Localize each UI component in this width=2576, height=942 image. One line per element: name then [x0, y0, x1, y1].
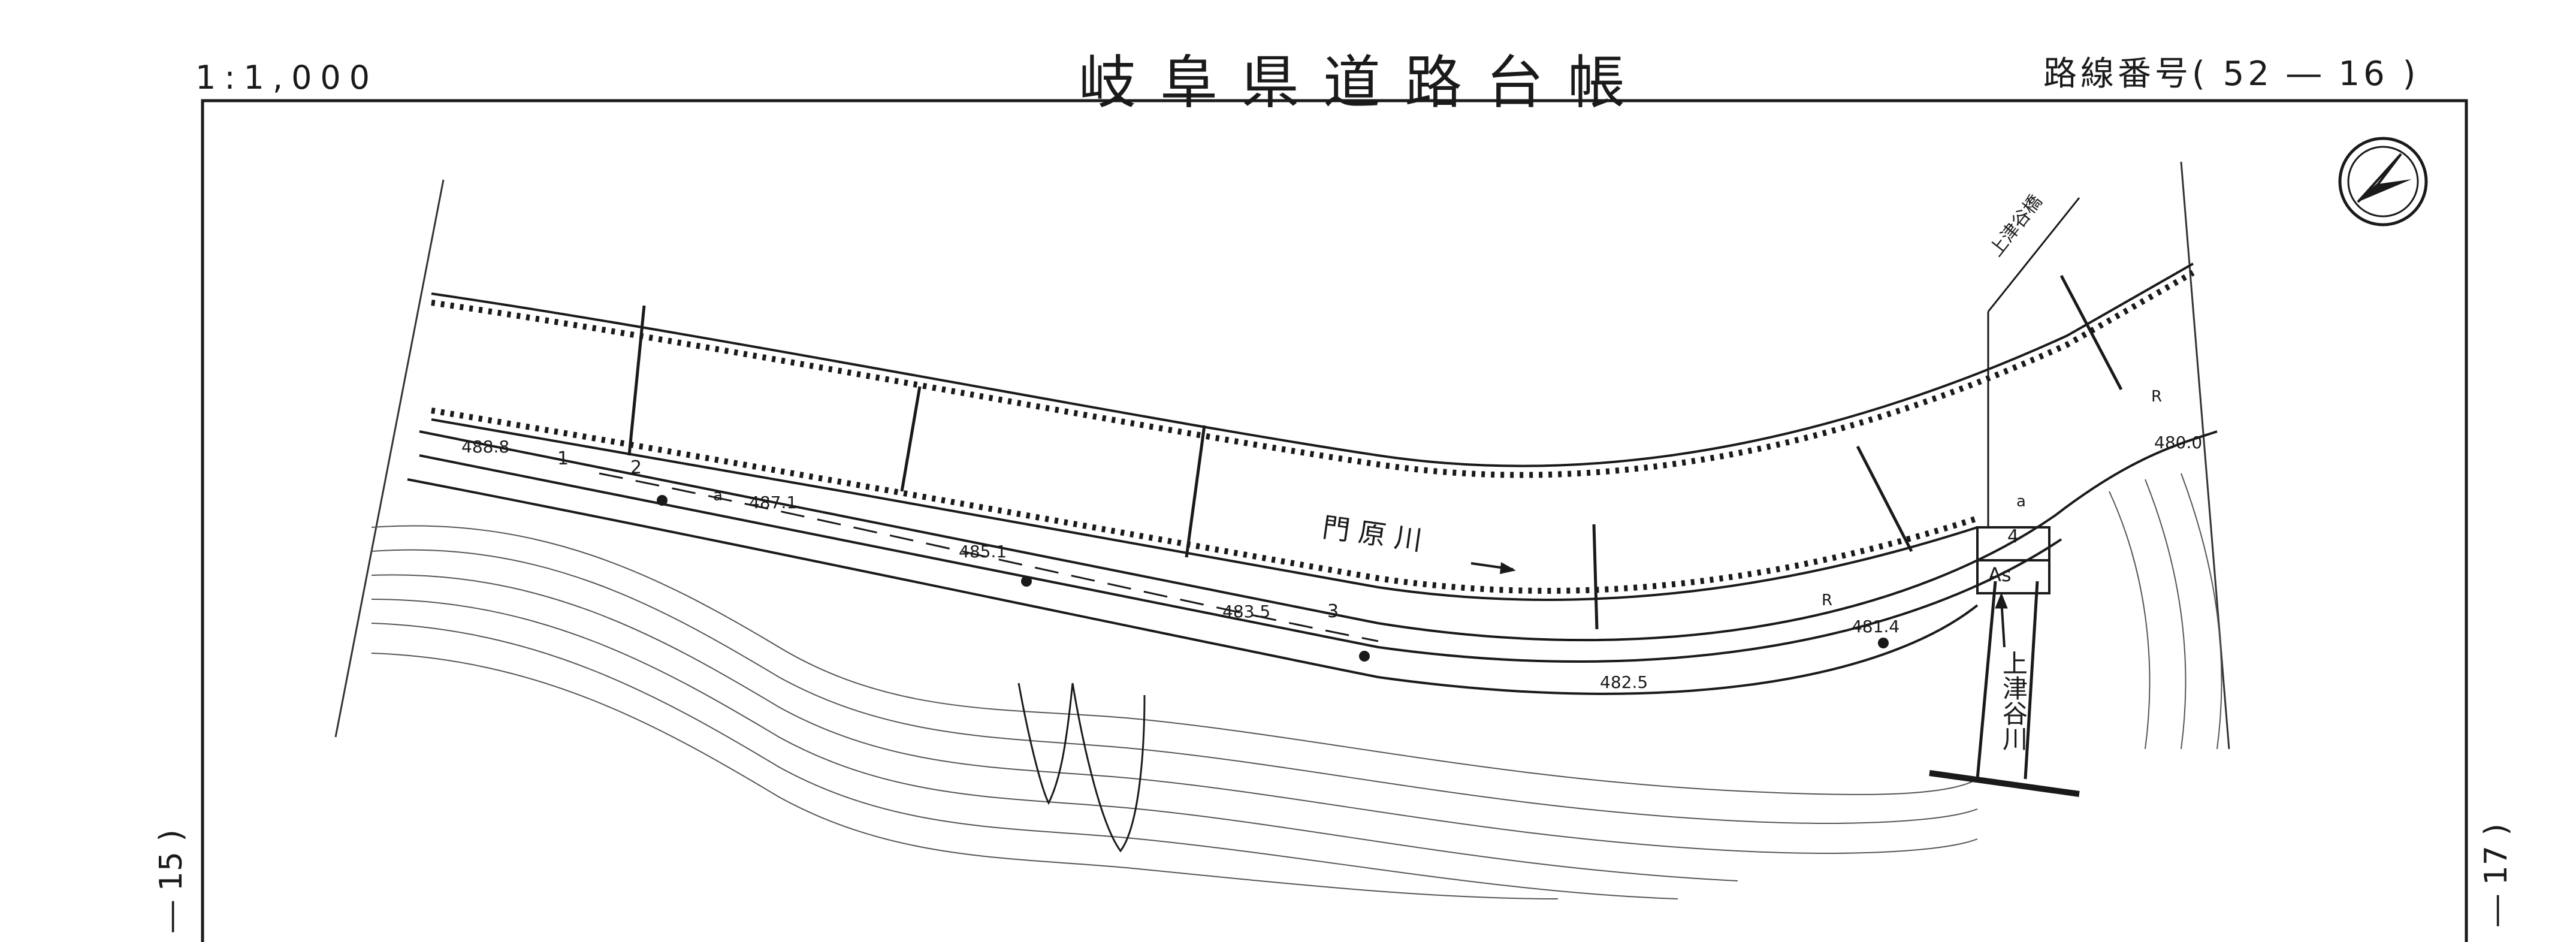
elevation-label: 481.4 — [1852, 617, 1899, 636]
section-number-label: 1 — [557, 448, 569, 469]
river-bank-south — [431, 407, 1979, 601]
section-number-label: 3 — [1327, 601, 1339, 622]
bridge — [1976, 197, 2080, 594]
river-bank-north — [431, 262, 2195, 478]
curb-label: R — [2151, 388, 2162, 406]
route-number: 路線番号( 52 ― 16 ) — [2043, 47, 2419, 95]
section-number-label: 2 — [630, 457, 642, 478]
surface-type-label: As — [1988, 563, 2012, 586]
contour-lines — [371, 473, 2222, 899]
left-boundary-line — [334, 179, 445, 738]
river-name-label: 門 原 川 — [1320, 511, 1424, 557]
gutter-label: a — [2016, 493, 2026, 511]
gutter-label: a — [713, 487, 723, 505]
elevation-label: 488.8 — [461, 437, 509, 457]
tributary-channel — [1929, 581, 2080, 797]
page-title: 岐阜県道路台帳 — [1079, 49, 1649, 116]
elevation-label: 483.5 — [1222, 602, 1270, 621]
north-arrow-icon — [2338, 137, 2428, 227]
route-number-label: 路線番号 — [2043, 55, 2192, 93]
elevation-label: 485.1 — [959, 542, 1007, 561]
route-number-value: ( 52 ― 16 ) — [2192, 55, 2420, 93]
road-centerline — [599, 472, 1379, 642]
river-flow-arrow — [1470, 562, 1516, 574]
elevation-label: 487.1 — [749, 493, 797, 512]
elevation-label: 480.0 — [2154, 433, 2202, 452]
road-edges — [407, 430, 2218, 695]
map-scale: 1:1,000 — [195, 59, 379, 96]
culverts — [627, 274, 2123, 630]
elevation-label: 482.5 — [1600, 672, 1648, 692]
ravine — [1017, 683, 1146, 853]
benchmarks — [657, 495, 1889, 662]
tributary-name-label: 上津谷川 — [1999, 650, 2028, 751]
curb-label: R — [1822, 591, 1832, 609]
right-boundary-line — [2180, 161, 2230, 750]
map-frame — [201, 99, 2468, 942]
section-number-label: 4 — [2007, 526, 2019, 547]
